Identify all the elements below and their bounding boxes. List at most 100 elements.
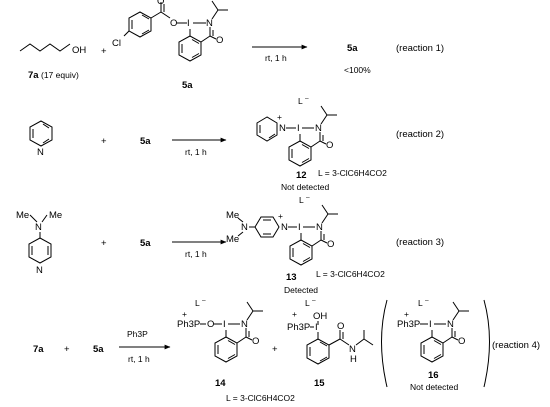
reagent-label-5a: 5a [93, 344, 104, 355]
oxygen-atom: O [207, 319, 214, 330]
product-label-13: 13 [286, 272, 297, 283]
conditions-2: rt, 1 h [185, 147, 207, 157]
plus-sign: + [101, 136, 107, 147]
reactant-label-7a: 7a [33, 344, 44, 355]
triphenylphosphonium: Ph3P [397, 319, 420, 330]
charge-minus: – [202, 297, 206, 304]
reaction-3: Me Me N N + 5a rt, 1 h Me Me N L – + N [16, 194, 444, 295]
counterion-l: L [298, 96, 303, 106]
nitrogen-atom: N [206, 18, 213, 29]
iodine-atom: I [298, 222, 301, 233]
hydroxy-group: OH [313, 311, 327, 322]
plus-sign: + [101, 238, 107, 249]
plus-sign: + [64, 344, 70, 355]
methyl-2: Me [49, 210, 62, 221]
charge-plus: + [292, 309, 297, 319]
nitrogen-atom: N [241, 319, 248, 330]
pyridinium-n-atom: N [279, 123, 286, 134]
triphenylphosphonium: Ph3P [177, 319, 200, 330]
iodine-atom: I [315, 322, 318, 333]
amide-h-atom: H [350, 354, 357, 365]
yield-text: <100% [344, 65, 371, 75]
methyl-2: Me [226, 234, 239, 245]
plus-sign: + [272, 344, 278, 355]
nitrogen-atom: N [315, 123, 322, 134]
conditions-4: rt, 1 h [128, 354, 150, 364]
charge-plus: + [278, 211, 283, 221]
lactam-o-atom: O [216, 35, 223, 46]
product-label-15: 15 [314, 378, 325, 389]
pentanol-chain [19, 43, 71, 52]
reaction-1: OH 7a (17 equiv) + Cl O O I N O 5a rt, 1… [19, 0, 444, 91]
dimethylamino-n-atom: N [35, 222, 42, 233]
dimethylamino-n-atom: N [241, 222, 248, 233]
status-detected: Detected [284, 285, 318, 295]
lactam-o-atom: O [326, 140, 333, 151]
iodine-atom: I [223, 319, 226, 330]
nitrogen-atom: N [316, 222, 323, 233]
charge-minus: – [312, 297, 316, 304]
pyridinium-n-atom: N [281, 222, 288, 233]
product-label-16: 16 [428, 370, 439, 381]
counterion-l: L [305, 298, 310, 308]
pyridine-n-atom: N [36, 265, 43, 276]
nitrogen-atom: N [447, 319, 454, 330]
ester-o-atom: O [170, 18, 177, 29]
reaction-2: N + 5a rt, 1 h L – + N I N O 12 L = 3-Cl… [29, 95, 444, 192]
iodine-atom: I [297, 123, 300, 134]
plus-sign: + [101, 46, 107, 57]
charge-minus: – [306, 194, 310, 201]
aryl-ring [306, 330, 350, 365]
product-label-14: 14 [215, 378, 226, 389]
lactam-o-atom: O [252, 336, 259, 347]
status-not-detected: Not detected [410, 382, 458, 392]
ligand-definition: L = 3-ClC6H4CO2 [316, 269, 385, 279]
pyridinium-ring [256, 116, 278, 142]
reagent-ph3p: Ph3P [127, 329, 148, 339]
right-parenthesis [483, 299, 490, 388]
oh-atom: OH [72, 45, 86, 56]
methyl-1: Me [226, 210, 239, 221]
iodine-atom: I [429, 319, 432, 330]
reagent-label-5a: 5a [140, 238, 151, 249]
counterion-l: L [299, 195, 304, 205]
pyridine-n-atom: N [37, 147, 44, 158]
left-parenthesis [381, 299, 388, 388]
lactam-o-atom: O [327, 239, 334, 250]
lactam-o-atom: O [458, 336, 465, 347]
chlorobenzoyl-ring [123, 2, 171, 38]
cl-atom: Cl [112, 38, 121, 49]
reaction-tag-1: (reaction 1) [396, 43, 444, 54]
reaction-4: 7a + 5a Ph3P rt, 1 h L – + Ph3P O I N O … [33, 297, 540, 403]
charge-plus: + [404, 309, 409, 319]
counterion-l: L [418, 298, 423, 308]
dmap-ring [28, 237, 52, 264]
methyl-1: Me [16, 210, 29, 221]
equiv-note: (17 equiv) [41, 70, 79, 80]
amide-n-atom: N [349, 344, 356, 355]
charge-plus: + [277, 112, 282, 122]
pyridine-ring [29, 120, 53, 147]
reagent-label-5a: 5a [140, 136, 151, 147]
charge-minus: – [305, 95, 309, 102]
iodine-atom: I [187, 18, 190, 29]
reaction-tag-4: (reaction 4) [492, 340, 540, 351]
amide-o-atom: O [337, 321, 344, 332]
status-not-detected: Not detected [281, 182, 329, 192]
reactant-label-7a: 7a [28, 70, 39, 81]
triphenylphosphonium: Ph3P [287, 322, 310, 333]
ligand-definition: L = 3-ClC6H4CO2 [226, 393, 295, 403]
carbonyl-o-atom: O [157, 0, 164, 7]
product-label-5a: 5a [347, 43, 358, 54]
charge-minus: – [425, 297, 429, 304]
reagent-label-5a: 5a [182, 80, 193, 91]
ligand-definition: L = 3-ClC6H4CO2 [318, 168, 387, 178]
conditions-3: rt, 1 h [185, 249, 207, 259]
product-label-12: 12 [296, 170, 307, 181]
reaction-tag-3: (reaction 3) [396, 237, 444, 248]
pyridinium-ring [254, 216, 280, 238]
reaction-tag-2: (reaction 2) [396, 129, 444, 140]
conditions-1: rt, 1 h [265, 53, 287, 63]
counterion-l: L [195, 298, 200, 308]
